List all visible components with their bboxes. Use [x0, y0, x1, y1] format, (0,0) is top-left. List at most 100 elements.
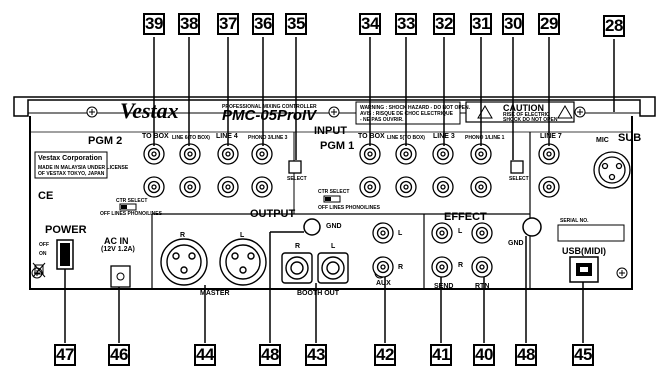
corp-name-label: Vestax Corporation: [38, 155, 103, 162]
aux-r-label: R: [398, 264, 404, 271]
callout-44: 44: [194, 344, 216, 366]
to-box-label-pgm2: TO BOX: [142, 133, 169, 140]
callout-35: 35: [285, 13, 307, 35]
select-switch-pgm2: [288, 160, 302, 174]
effect-r-label: R: [458, 262, 464, 269]
ac-spec-label: (12V 1.2A): [101, 246, 135, 253]
off-lines-label-pgm2: OFF LINES PHONO/LINES: [100, 211, 162, 217]
sub-label: SUB: [618, 132, 642, 144]
phono3-line3-label: PHONO 3/LINE 3: [248, 135, 288, 141]
master-r-label: R: [180, 232, 186, 239]
rca-jacks-pgm1: [359, 143, 560, 198]
effect-label: EFFECT: [444, 211, 487, 223]
callout-41: 41: [430, 344, 452, 366]
off-lines-label-pgm1: OFF LINES PHONO/LINES: [318, 205, 380, 211]
caution-sub-2: SHOCK DO NOT OPEN: [503, 117, 558, 123]
input-label: INPUT: [314, 125, 347, 137]
ctr-select-label-pgm2: CTR SELECT: [116, 198, 148, 204]
master-label: MASTER: [200, 290, 230, 297]
select-switch-pgm1: [510, 160, 524, 174]
send-label: SEND: [434, 283, 454, 290]
corp-line-1: MADE IN MALAYSIA UNDER LICENSE: [38, 165, 129, 171]
master-xlr-outputs: [160, 238, 267, 286]
select-label-pgm2: SELECT: [287, 176, 307, 182]
gnd-label-output: GND: [326, 223, 342, 230]
caution-sub-1: RISK OF ELECTRIC: [503, 112, 550, 118]
panel-outline: [13, 96, 656, 117]
callout-31: 31: [470, 13, 492, 35]
booth-l-label: L: [331, 243, 336, 250]
select-label-pgm1: SELECT: [509, 176, 529, 182]
callout-30: 30: [502, 13, 524, 35]
weee-bin-icon: [32, 262, 46, 278]
usb-label: USB(MIDI): [562, 246, 606, 256]
power-off-label: OFF: [39, 242, 49, 248]
callout-48: 48: [259, 344, 281, 366]
callout-43: 43: [305, 344, 327, 366]
callout-37: 37: [217, 13, 239, 35]
warning-line-1: WARNING : SHOCK HAZARD - DO NOT OPEN.: [360, 105, 470, 111]
booth-r-label: R: [295, 243, 301, 250]
ctr-select-switch-pgm2: [119, 203, 137, 211]
corp-label-box: [34, 151, 108, 179]
mic-label: MIC: [596, 137, 609, 144]
aux-label: AUX: [376, 280, 391, 287]
line5-label: LINE 5(TO BOX): [387, 135, 425, 141]
callout-48-usb: 48: [515, 344, 537, 366]
ctr-select-label-pgm1: CTR SELECT: [318, 189, 350, 195]
product-line-label: PROFESSIONAL MIXING CONTROLLER: [222, 104, 317, 110]
callout-39: 39: [143, 13, 165, 35]
aux-rca-jacks: [372, 222, 394, 278]
booth-out-label: BOOTH OUT: [297, 290, 339, 297]
warning-box: [355, 101, 461, 125]
ce-mark: CE: [38, 190, 54, 202]
line4-label: LINE 4: [216, 133, 238, 140]
callout-40: 40: [473, 344, 495, 366]
effect-l-label: L: [458, 228, 463, 235]
line3-label: LINE 3: [433, 133, 455, 140]
caution-label: CAUTION: [503, 103, 544, 113]
callout-29: 29: [538, 13, 560, 35]
callout-47: 47: [54, 344, 76, 366]
caution-box: [465, 101, 575, 123]
to-box-label-pgm1: TO BOX: [358, 133, 385, 140]
rtn-label: RTN: [475, 283, 490, 290]
output-label: OUTPUT: [250, 208, 296, 220]
power-label: POWER: [45, 224, 87, 236]
warning-triangle-icon-2: [557, 105, 573, 119]
master-l-label: L: [240, 232, 245, 239]
model-name: PMC-05ProIV: [222, 107, 317, 124]
brand-logo: Vestax: [120, 98, 179, 123]
ctr-select-switch-pgm1: [323, 195, 341, 203]
callout-33: 33: [395, 13, 417, 35]
power-on-label: ON: [39, 251, 47, 257]
line6-label: LINE 6(TO BOX): [172, 135, 210, 141]
panel-face: [29, 116, 633, 290]
serial-label: SERIAL NO.: [560, 218, 589, 224]
callout-34: 34: [359, 13, 381, 35]
callout-42: 42: [374, 344, 396, 366]
gnd-terminal-usb: [522, 217, 542, 237]
gnd-label-usb: GND: [508, 240, 524, 247]
callout-32: 32: [433, 13, 455, 35]
effect-rca-jacks: [431, 222, 493, 278]
pgm2-label: PGM 2: [88, 135, 123, 147]
booth-out-jacks: [281, 252, 349, 284]
gnd-terminal-output: [303, 218, 321, 236]
callout-28: 28: [603, 15, 625, 37]
warning-line-3: - NE PAS OUVRIR.: [360, 117, 404, 123]
phono1-line1-label: PHONO 1/LINE 1: [465, 135, 505, 141]
aux-l-label: L: [398, 230, 403, 237]
callout-46: 46: [108, 344, 130, 366]
warning-line-2: AVIS : RISQUE DE CHOC ELECTRIQUE: [360, 111, 453, 117]
pgm1-label: PGM 1: [320, 140, 355, 152]
mic-xlr-jack: [593, 151, 631, 189]
leader-lines: [64, 37, 615, 343]
rca-jacks-pgm2: [143, 143, 273, 198]
serial-number-plate: [557, 224, 625, 242]
callout-45: 45: [572, 344, 594, 366]
corp-line-2: OF VESTAX TOKYO, JAPAN: [38, 171, 105, 177]
callout-36: 36: [252, 13, 274, 35]
ac-in-label: AC IN: [104, 236, 129, 246]
